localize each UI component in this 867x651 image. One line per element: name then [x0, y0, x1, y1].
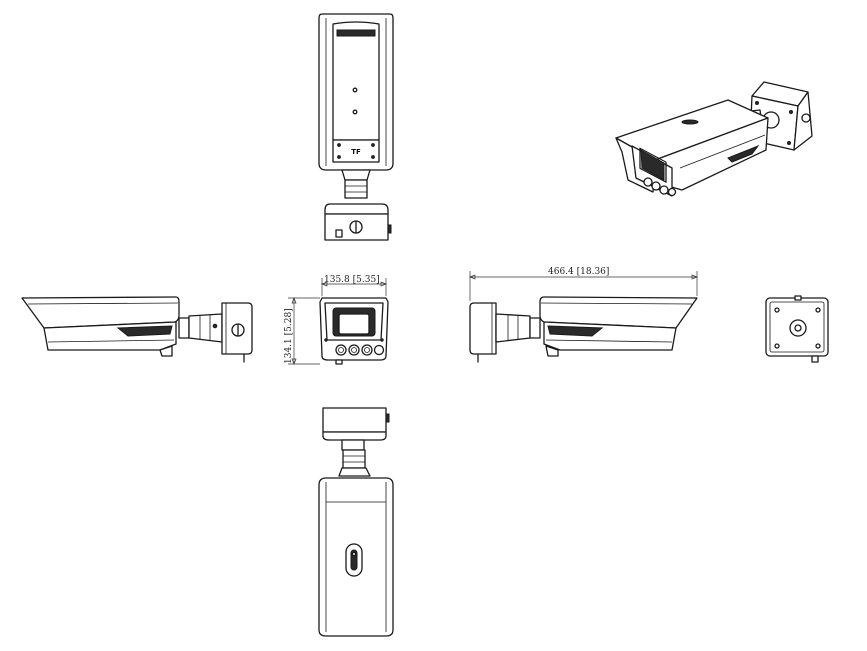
tf-slot-label: TF [351, 148, 361, 156]
top-view: TF [318, 13, 394, 241]
bottom-view [318, 407, 394, 637]
width-dimension-label: 135.8 [5.35] [324, 275, 380, 285]
length-dimension-label: 466.4 [18.36] [548, 267, 609, 277]
isometric-view [615, 81, 813, 197]
height-dimension-label: 134.1 [5.28] [284, 308, 294, 364]
rear-view [765, 295, 829, 363]
right-side-view: 466.4 [18.36] [469, 267, 698, 363]
left-side-view [21, 296, 253, 363]
front-view: 135.8 [5.35] 134.1 [5.28] [284, 275, 389, 365]
